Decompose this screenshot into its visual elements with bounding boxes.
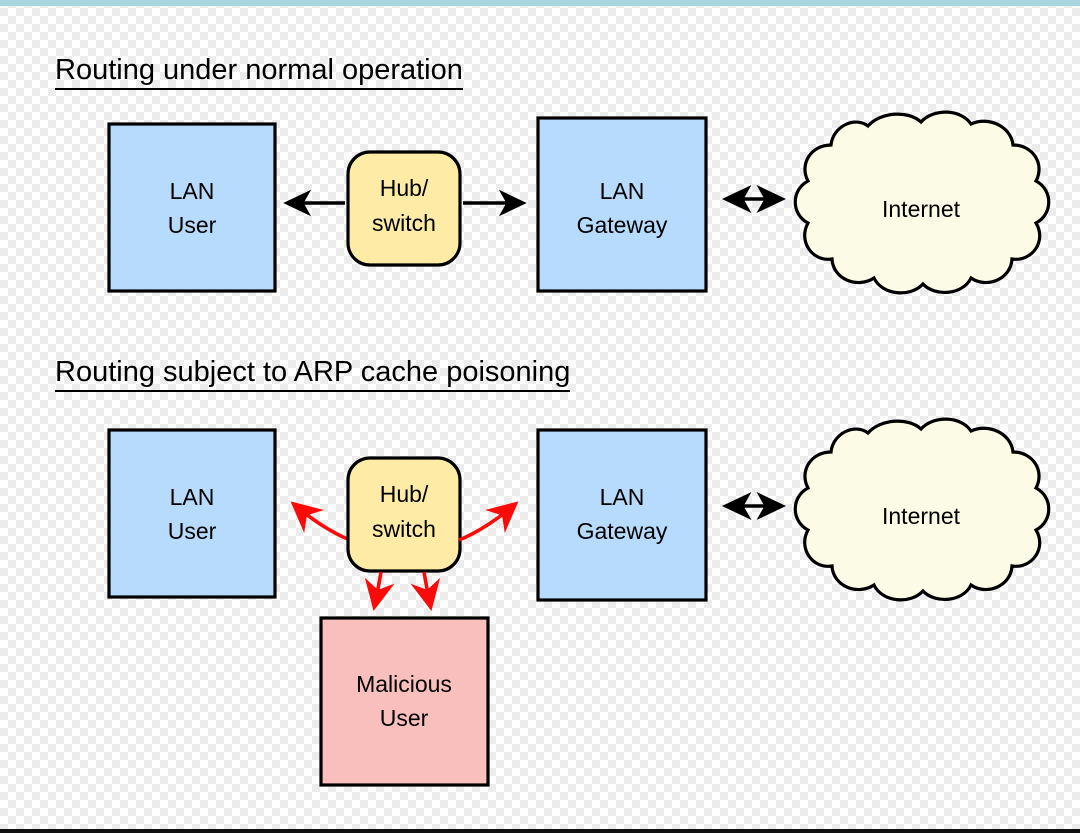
bottom-accent-bar	[0, 829, 1080, 833]
hub-switch-2-label-line2: switch	[372, 516, 436, 542]
node-lan-gateway-2[interactable]: LAN Gateway	[536, 428, 708, 602]
node-internet[interactable]: Internet	[793, 110, 1051, 295]
malicious-user-box[interactable]	[319, 616, 490, 787]
lan-gateway-2-label-line2: Gateway	[577, 518, 668, 544]
heading-routing-arp-poisoning: Routing subject to ARP cache poisoning	[55, 356, 571, 393]
lan-user-label-line2: User	[168, 212, 217, 238]
lan-user-box[interactable]	[107, 122, 277, 293]
diagram-arp-cache-poisoning: LAN User Hub/ switch Malicious User	[107, 417, 1051, 787]
node-hub-switch[interactable]: Hub/ switch	[346, 150, 462, 267]
heading-routing-normal: Routing under normal operation	[55, 54, 463, 91]
internet-2-cloud-shape[interactable]	[793, 417, 1051, 602]
internet-cloud-shape[interactable]	[793, 110, 1051, 295]
connector-hub-to-malicious-right[interactable]	[410, 571, 441, 612]
node-lan-user-2[interactable]: LAN User	[107, 428, 277, 599]
node-internet-2[interactable]: Internet	[793, 417, 1051, 602]
top-accent-bar	[0, 0, 1080, 6]
diagram-normal-operation: LAN User Hub/ switch LAN Gateway	[107, 110, 1051, 295]
node-hub-switch-2[interactable]: Hub/ switch	[346, 456, 462, 573]
lan-gateway-2-box[interactable]	[536, 428, 708, 602]
hub-switch-label-line1: Hub/	[380, 175, 429, 201]
hub-switch-2-box[interactable]	[346, 456, 462, 573]
lan-gateway-2-label-line1: LAN	[600, 484, 645, 510]
hub-switch-box[interactable]	[346, 150, 462, 267]
internet-2-label: Internet	[882, 503, 961, 529]
hub-switch-label-line2: switch	[372, 210, 436, 236]
lan-user-2-box[interactable]	[107, 428, 277, 599]
malicious-user-label-line1: Malicious	[356, 671, 452, 697]
lan-user-2-label-line1: LAN	[170, 484, 215, 510]
node-malicious-user[interactable]: Malicious User	[319, 616, 490, 787]
lan-gateway-box[interactable]	[536, 116, 708, 293]
malicious-user-label-line2: User	[380, 705, 429, 731]
connector-hub-to-malicious-left[interactable]	[364, 571, 395, 612]
lan-gateway-label-line1: LAN	[600, 178, 645, 204]
node-lan-user[interactable]: LAN User	[107, 122, 277, 293]
connector-hub-to-lan-user-red[interactable]	[290, 501, 351, 542]
lan-user-label-line1: LAN	[170, 178, 215, 204]
lan-user-2-label-line2: User	[168, 518, 217, 544]
connector-hub-to-lan-gateway-red[interactable]	[458, 501, 519, 542]
hub-switch-2-label-line1: Hub/	[380, 481, 429, 507]
internet-label: Internet	[882, 196, 961, 222]
node-lan-gateway[interactable]: LAN Gateway	[536, 116, 708, 293]
lan-gateway-label-line2: Gateway	[577, 212, 668, 238]
